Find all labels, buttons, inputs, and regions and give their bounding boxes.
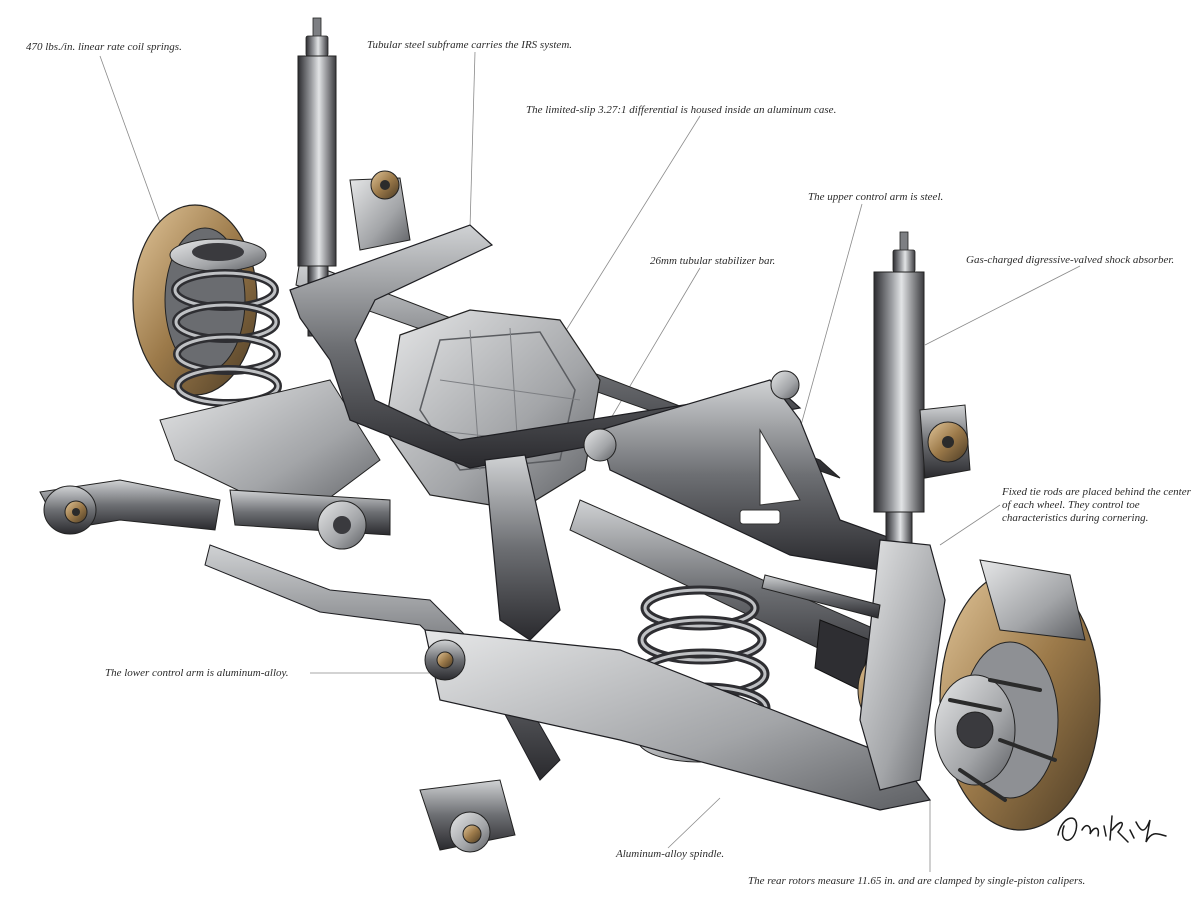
right-rear-bushing	[919, 404, 971, 479]
callout-rotors: The rear rotors measure 11.65 in. and ar…	[748, 875, 1086, 887]
lower-control-arm	[424, 629, 932, 811]
callout-stabilizer-bar: 26mm tubular stabilizer bar.	[650, 255, 776, 267]
left-coil-spring	[169, 238, 282, 407]
subframe-front-tube	[289, 224, 802, 469]
tie-rod	[761, 574, 881, 619]
spindle	[859, 539, 946, 791]
callout-differential: The limited-slip 3.27:1 differential is …	[526, 104, 837, 116]
callout-tie-rods: Fixed tie rods are placed behind the cen…	[1002, 486, 1191, 524]
leader-lines	[99, 51, 1081, 872]
right-rotor	[934, 559, 1101, 831]
left-lower-arm	[39, 379, 381, 535]
callout-coil-springs: 470 lbs./in. linear rate coil springs.	[26, 41, 182, 53]
right-upper-control-arm	[583, 370, 912, 571]
subframe-vertical-leg	[484, 454, 561, 641]
callout-upper-control-arm: The upper control arm is steel.	[808, 191, 944, 203]
differential-case	[384, 309, 601, 511]
right-shock-absorber	[873, 231, 925, 553]
left-upper-link	[349, 170, 411, 251]
left-half-shaft	[229, 489, 391, 550]
artist-signature	[1057, 815, 1167, 843]
callout-subframe: Tubular steel subframe carries the IRS s…	[367, 39, 573, 51]
callout-shock-absorber: Gas-charged digressive-valved shock abso…	[966, 254, 1175, 266]
stabilizer-end-bushing	[419, 779, 516, 853]
callout-lower-control-arm: The lower control arm is aluminum-alloy.	[105, 667, 289, 679]
callout-spindle: Aluminum-alloy spindle.	[616, 848, 725, 860]
